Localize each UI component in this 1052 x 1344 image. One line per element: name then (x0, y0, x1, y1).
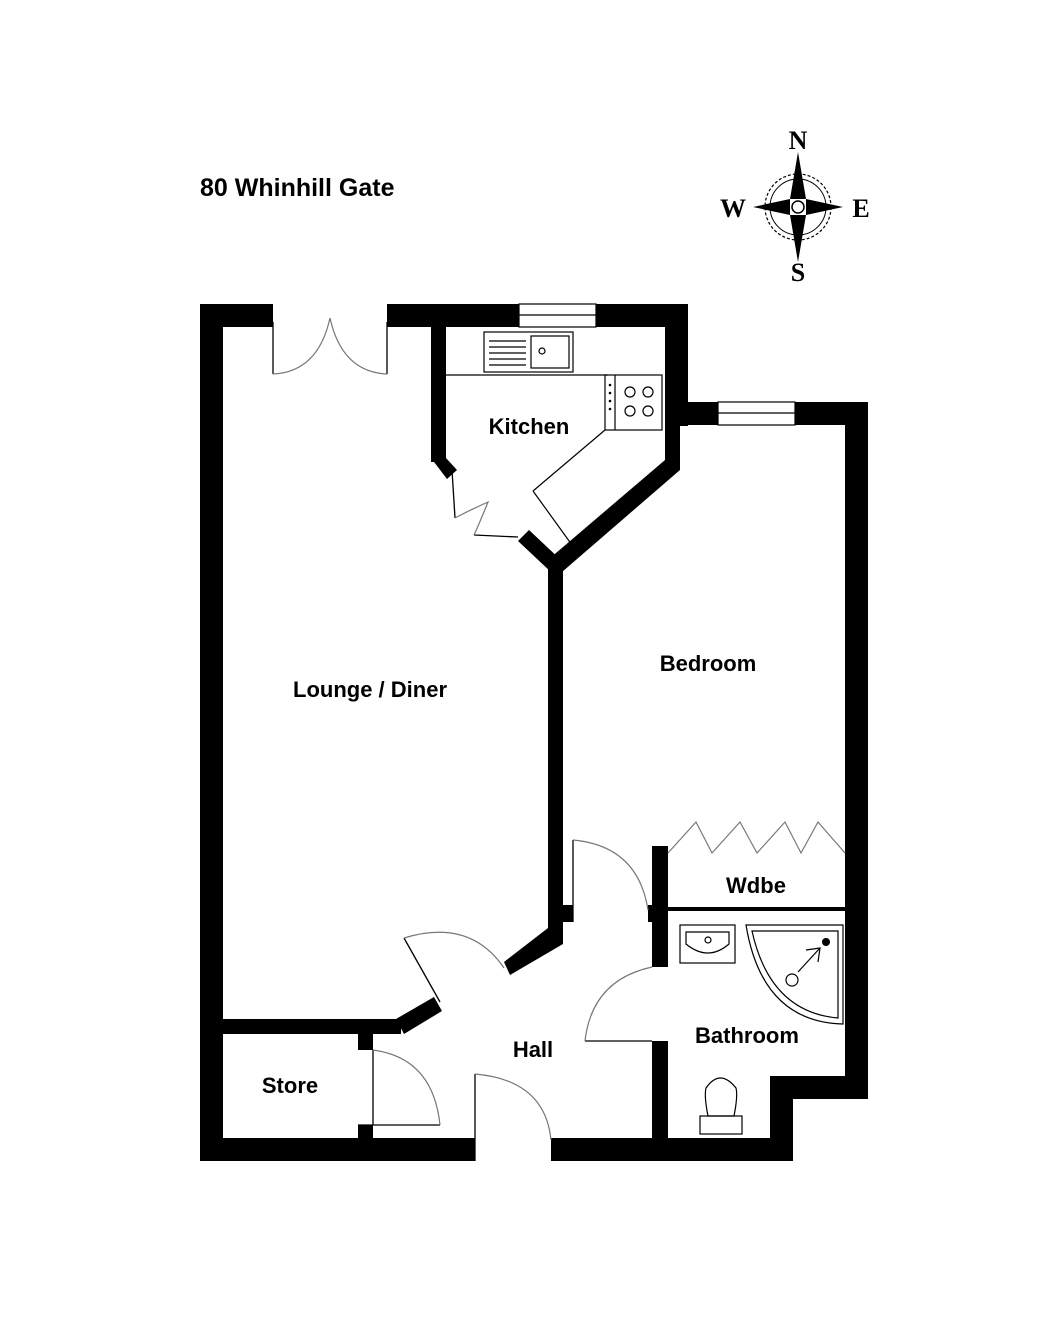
room-label-bedroom: Bedroom (660, 651, 757, 676)
windows (518, 303, 796, 426)
room-label-wardrobe: Wdbe (726, 873, 786, 898)
basin-icon (679, 924, 736, 964)
room-label-bathroom: Bathroom (695, 1023, 799, 1048)
room-label-kitchen: Kitchen (489, 414, 570, 439)
compass-south-label: S (791, 258, 805, 287)
toilet-icon (699, 1077, 743, 1135)
doors (272, 317, 846, 1161)
kitchen-worktop (532, 429, 606, 546)
sink-icon (446, 331, 608, 376)
room-label-store: Store (262, 1073, 318, 1098)
compass-north-label: N (789, 126, 808, 155)
hob-icon (604, 374, 663, 431)
compass-west-label: W (720, 194, 746, 223)
room-label-lounge: Lounge / Diner (293, 677, 447, 702)
compass-rose-icon (753, 152, 843, 262)
compass-east-label: E (852, 194, 869, 223)
shower-tray-icon (745, 924, 844, 1025)
room-label-hall: Hall (513, 1037, 553, 1062)
walls (200, 304, 868, 1161)
floor-plan-title: 80 Whinhill Gate (200, 174, 395, 202)
